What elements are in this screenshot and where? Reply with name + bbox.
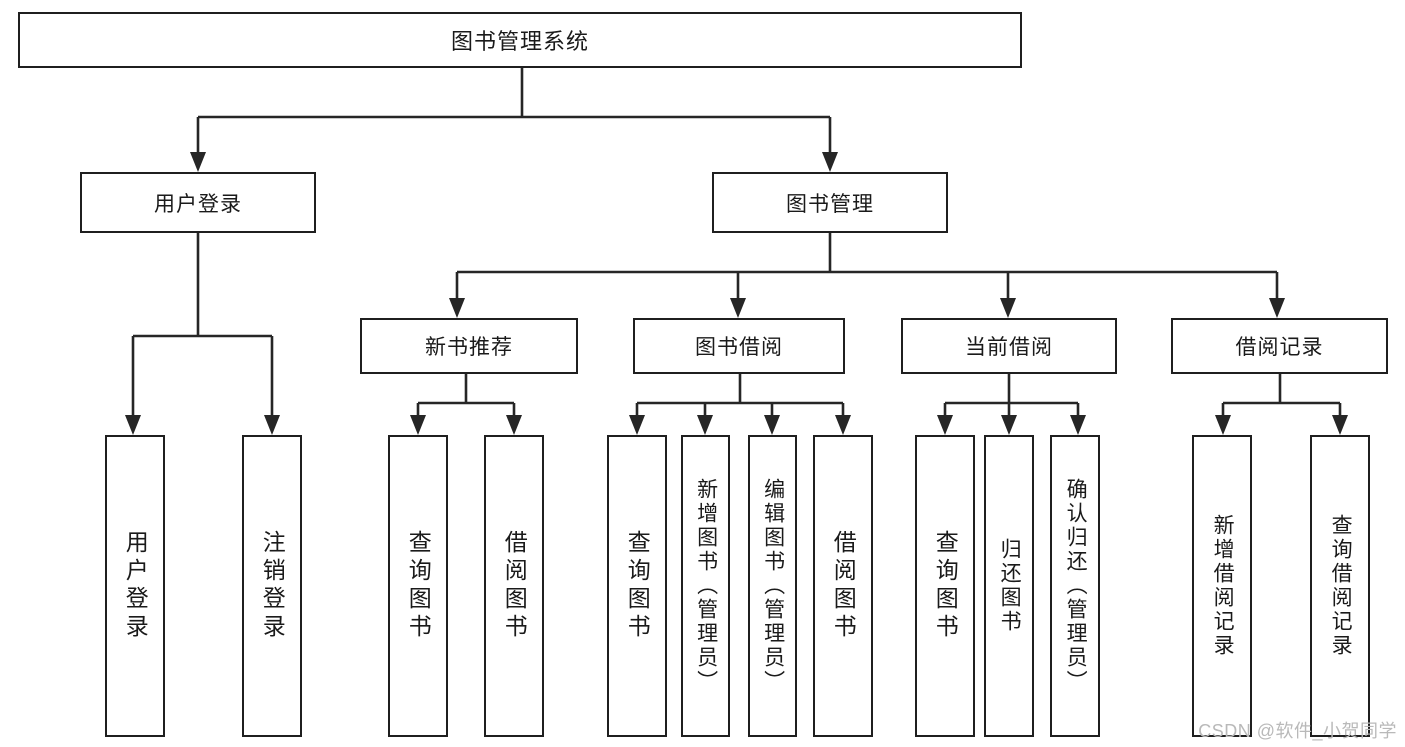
leaf-borrow-record-0[interactable]: 新增借阅记录: [1192, 435, 1252, 737]
node-label: 新书推荐: [425, 336, 513, 359]
leaf-new-book-0[interactable]: 查询图书: [388, 435, 448, 737]
node-label: 查询图书: [405, 530, 432, 642]
leaf-book-borrow-0[interactable]: 查询图书: [607, 435, 667, 737]
arrow-book-borrow-leaf-1: [697, 415, 713, 435]
leaf-current-borrow-1[interactable]: 归还图书: [984, 435, 1034, 737]
node-label: 图书管理系统: [450, 29, 589, 54]
node-new-book-recommend[interactable]: 新书推荐: [360, 318, 578, 374]
node-label: 查询图书: [932, 530, 959, 642]
arrow-book-borrow-leaf-0: [629, 415, 645, 435]
node-label: 借阅记录: [1235, 336, 1324, 359]
arrow-current-borrow-leaf-2: [1070, 415, 1086, 435]
arrow-user-login-leaf-1: [264, 415, 280, 435]
node-label: 查询借阅记录: [1329, 514, 1353, 658]
leaf-user-login-1[interactable]: 注销登录: [242, 435, 302, 737]
arrow-book-borrow-leaf-3: [835, 415, 851, 435]
node-book-management[interactable]: 图书管理: [712, 172, 948, 233]
node-label: 新增图书（管理员）: [694, 478, 718, 694]
arrow-to-book-mgmt: [822, 152, 838, 172]
arrow-borrow-record-leaf-0: [1215, 415, 1231, 435]
leaf-book-borrow-2[interactable]: 编辑图书（管理员）: [748, 435, 797, 737]
arrow-to-new-book: [449, 298, 465, 318]
node-label: 图书管理: [786, 192, 874, 216]
watermark: CSDN @软件_小贺同学: [1198, 721, 1397, 741]
node-label: 当前借阅: [965, 336, 1053, 359]
node-label: 新增借阅记录: [1211, 514, 1235, 658]
arrow-current-borrow-leaf-1: [1001, 415, 1017, 435]
arrow-borrow-record-leaf-1: [1332, 415, 1348, 435]
leaf-book-borrow-1[interactable]: 新增图书（管理员）: [681, 435, 730, 737]
node-label: 借阅图书: [830, 530, 857, 642]
node-book-borrow[interactable]: 图书借阅: [633, 318, 845, 374]
node-label: 编辑图书（管理员）: [761, 478, 785, 694]
node-label: 注销登录: [259, 530, 286, 642]
node-current-borrow[interactable]: 当前借阅: [901, 318, 1117, 374]
leaf-book-borrow-3[interactable]: 借阅图书: [813, 435, 873, 737]
node-label: 借阅图书: [501, 530, 528, 642]
arrow-to-current-borrow: [1000, 298, 1016, 318]
leaf-current-borrow-2[interactable]: 确认归还（管理员）: [1050, 435, 1100, 737]
arrow-to-book-borrow: [730, 298, 746, 318]
leaf-current-borrow-0[interactable]: 查询图书: [915, 435, 975, 737]
leaf-user-login-0[interactable]: 用户登录: [105, 435, 165, 737]
node-label: 图书借阅: [695, 336, 783, 359]
arrow-user-login-leaf-0: [125, 415, 141, 435]
node-label: 用户登录: [122, 530, 149, 642]
arrow-new-book-leaf-0: [410, 415, 426, 435]
arrow-new-book-leaf-1: [506, 415, 522, 435]
node-root-system[interactable]: 图书管理系统: [18, 12, 1022, 68]
node-user-login[interactable]: 用户登录: [80, 172, 316, 233]
arrow-book-borrow-leaf-2: [764, 415, 780, 435]
node-label: 查询图书: [624, 530, 651, 642]
leaf-new-book-1[interactable]: 借阅图书: [484, 435, 544, 737]
node-label: 归还图书: [998, 538, 1022, 634]
arrow-current-borrow-leaf-0: [937, 415, 953, 435]
node-borrow-record[interactable]: 借阅记录: [1171, 318, 1388, 374]
node-label: 确认归还（管理员）: [1064, 478, 1088, 694]
node-label: 用户登录: [154, 192, 242, 216]
arrow-to-borrow-record: [1269, 298, 1285, 318]
leaf-borrow-record-1[interactable]: 查询借阅记录: [1310, 435, 1370, 737]
arrow-to-user-login: [190, 152, 206, 172]
